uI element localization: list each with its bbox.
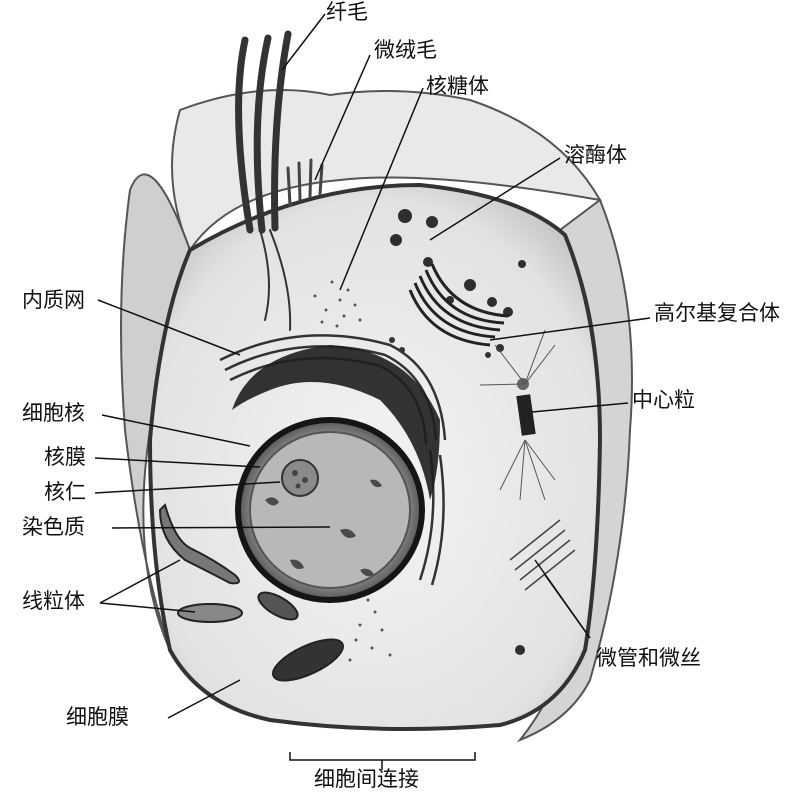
label-cilia: 纤毛	[326, 2, 368, 23]
label-chromatin: 染色质	[22, 517, 85, 538]
label-nucleolus: 核仁	[44, 482, 86, 503]
label-golgi-complex: 高尔基复合体	[654, 303, 780, 324]
label-microvilli: 微绒毛	[374, 40, 437, 61]
label-lysosome: 溶酶体	[564, 145, 627, 166]
label-nucleus: 细胞核	[22, 403, 85, 424]
label-ribosome: 核糖体	[426, 76, 489, 97]
nucleolus-shape	[282, 460, 318, 496]
label-cell-junction: 细胞间连接	[314, 769, 419, 790]
label-endoplasmic-reticulum: 内质网	[22, 290, 85, 311]
label-mitochondria: 线粒体	[22, 591, 85, 612]
label-nuclear-envelope: 核膜	[44, 447, 86, 468]
nuclear-envelope-inner	[250, 432, 410, 588]
label-cell-membrane: 细胞膜	[66, 707, 129, 728]
label-centriole: 中心粒	[632, 390, 695, 411]
label-microtubules-microfilaments: 微管和微丝	[596, 648, 701, 669]
